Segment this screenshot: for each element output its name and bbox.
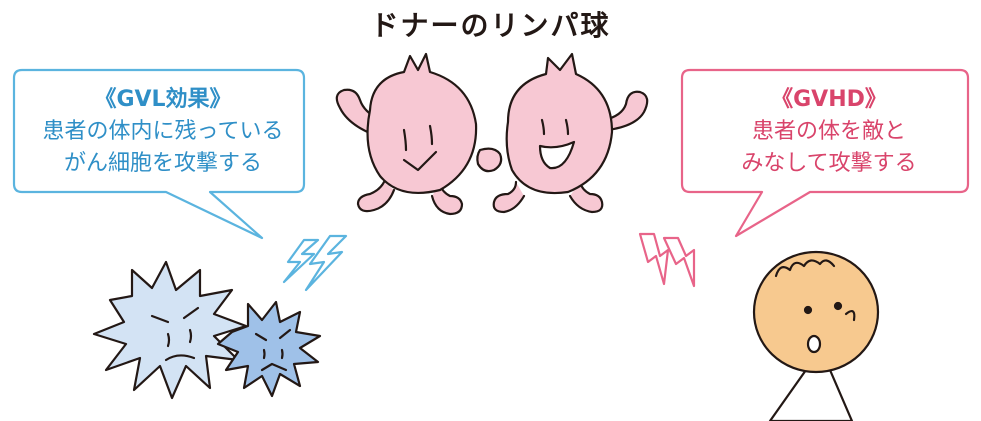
- lightning-bolt-icon: [638, 232, 696, 288]
- cancer-cell-small: [216, 300, 322, 398]
- gvhd-speech-bubble: [680, 68, 970, 238]
- cancer-cell-large: [92, 260, 248, 400]
- lightning-bolt-icon: [282, 234, 348, 292]
- gvl-bubble-text: 《GVL効果》 患者の体内に残っている がん細胞を攻撃する: [28, 84, 298, 180]
- gvhd-bubble-text: 《GVHD》 患者の体を敵と みなして攻撃する: [694, 84, 964, 180]
- gvl-line-1: 患者の体内に残っている: [42, 119, 284, 144]
- lymphocyte-right: [476, 52, 649, 214]
- gvhd-line-1: 患者の体を敵と: [751, 119, 906, 144]
- gvl-speech-bubble: [12, 68, 306, 240]
- gvl-heading: 《GVL効果》: [94, 87, 232, 112]
- lymphocyte-left: [335, 52, 478, 216]
- gvl-line-2: がん細胞を攻撃する: [63, 151, 262, 176]
- diagram-title: ドナーのリンパ球: [370, 9, 611, 42]
- gvhd-line-2: みなして攻撃する: [741, 151, 917, 176]
- gvhd-heading: 《GVHD》: [771, 87, 887, 112]
- patient-character: [752, 250, 880, 421]
